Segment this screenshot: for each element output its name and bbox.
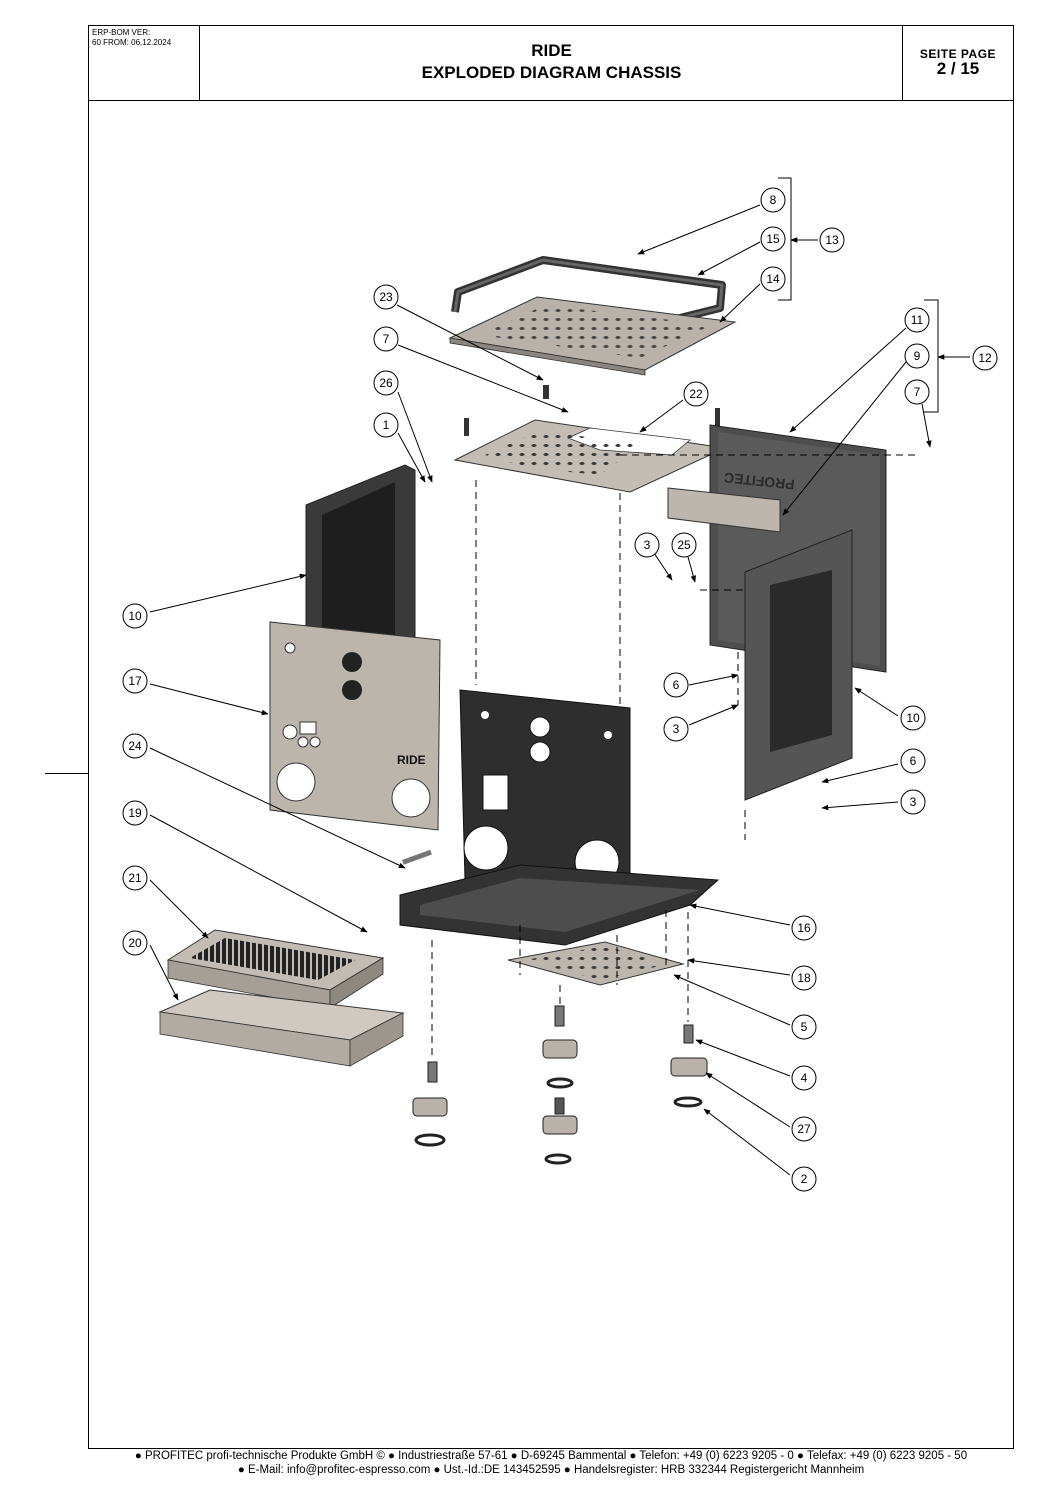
drip-tray	[158, 989, 405, 1067]
callout-5: 5	[791, 1014, 817, 1040]
brand-mark: PROFITEC	[723, 470, 795, 493]
svg-text:25: 25	[677, 538, 691, 552]
bottom-plate	[507, 941, 685, 986]
callout-18: 18	[791, 965, 817, 991]
callout-2: 2	[791, 1166, 817, 1192]
callout-25: 25	[671, 532, 697, 558]
callout-26: 26	[373, 370, 399, 396]
callout-17: 17	[122, 668, 148, 694]
top-handle-frame	[451, 256, 726, 332]
svg-text:12: 12	[978, 351, 992, 365]
margin-tick	[45, 773, 88, 774]
bom-version: ERP-BOM VER: 60 FROM: 06.12.2024	[89, 26, 200, 100]
callout-6-upper: 6	[663, 672, 689, 698]
svg-text:17: 17	[128, 674, 142, 688]
callout-4: 4	[791, 1065, 817, 1091]
svg-text:3: 3	[644, 538, 651, 552]
top-cup-plate	[448, 296, 737, 376]
svg-text:14: 14	[766, 272, 780, 286]
svg-text:10: 10	[128, 609, 142, 623]
svg-text:3: 3	[673, 722, 680, 736]
title-block: ERP-BOM VER: 60 FROM: 06.12.2024 RIDE EX…	[88, 25, 1014, 101]
right-door-panel	[744, 529, 853, 801]
top-sheet	[453, 385, 727, 493]
callout-7-right: 7	[904, 379, 930, 405]
svg-text:23: 23	[379, 290, 393, 304]
callout-1: 1	[373, 412, 399, 438]
svg-text:6: 6	[673, 678, 680, 692]
svg-text:7: 7	[914, 385, 921, 399]
svg-text:3: 3	[910, 795, 917, 809]
svg-text:19: 19	[128, 806, 142, 820]
front-bracket	[667, 487, 781, 533]
callout-20: 20	[122, 930, 148, 956]
svg-text:11: 11	[911, 313, 924, 327]
left-side-panel	[305, 464, 416, 681]
svg-text:7: 7	[383, 332, 390, 346]
callout-23: 23	[373, 284, 399, 310]
callout-12: 12	[972, 345, 998, 371]
callout-13: 13	[819, 227, 845, 253]
document-title: RIDE EXPLODED DIAGRAM CHASSIS	[200, 26, 903, 100]
svg-text:15: 15	[766, 232, 780, 246]
callout-8: 8	[760, 187, 786, 213]
bom-version-line2: 60 FROM: 06.12.2024	[92, 38, 172, 47]
callout-10-right: 10	[900, 705, 926, 731]
svg-text:2: 2	[801, 1172, 808, 1186]
callout-9: 9	[904, 343, 930, 369]
leader-lines	[149, 204, 932, 1176]
assembly-lines	[431, 454, 920, 1060]
footer-registry: ● E-Mail: info@profitec-espresso.com ● U…	[237, 1464, 865, 1476]
page-label: SEITE PAGE	[919, 47, 997, 61]
svg-text:22: 22	[689, 387, 703, 401]
page-indicator: SEITE PAGE 2 / 15	[902, 26, 1013, 100]
base-frame	[399, 849, 720, 946]
title-model: RIDE	[531, 41, 572, 60]
svg-text:5: 5	[801, 1020, 808, 1034]
svg-text:10: 10	[906, 711, 920, 725]
footer-address: ● PROFITEC profi-technische Produkte Gmb…	[134, 1450, 968, 1462]
svg-text:24: 24	[128, 739, 142, 753]
front-panel: RIDE	[269, 621, 441, 831]
svg-text:9: 9	[914, 349, 921, 363]
company-footer: ● PROFITEC profi-technische Produkte Gmb…	[88, 1449, 1014, 1477]
callout-10-left: 10	[122, 603, 148, 629]
svg-text:26: 26	[379, 376, 393, 390]
feet-assembly	[412, 1005, 708, 1165]
callout-16: 16	[791, 915, 817, 941]
callout-19: 19	[122, 800, 148, 826]
callout-15: 15	[760, 226, 786, 252]
svg-text:20: 20	[128, 936, 142, 950]
page-number: 2 / 15	[936, 59, 980, 78]
callout-7-left: 7	[373, 326, 399, 352]
callout-14: 14	[760, 266, 786, 292]
callout-6-lower: 6	[900, 748, 926, 774]
callout-3-lower: 3	[900, 789, 926, 815]
callout-11: 11	[904, 307, 930, 333]
callout-3-upper: 3	[634, 532, 660, 558]
drip-tray-grill	[166, 929, 385, 1009]
svg-text:6: 6	[910, 754, 917, 768]
svg-text:27: 27	[797, 1122, 811, 1136]
svg-text:13: 13	[825, 233, 839, 247]
svg-text:1: 1	[383, 418, 390, 432]
callout-22: 22	[683, 381, 709, 407]
svg-text:21: 21	[128, 871, 142, 885]
callout-21: 21	[122, 865, 148, 891]
bom-version-line1: ERP-BOM VER:	[92, 28, 151, 37]
callout-24: 24	[122, 733, 148, 759]
panel-text: RIDE	[397, 753, 426, 767]
svg-text:8: 8	[770, 193, 777, 207]
title-subject: EXPLODED DIAGRAM CHASSIS	[421, 63, 682, 82]
svg-text:4: 4	[801, 1071, 808, 1085]
callout-3-middle: 3	[663, 716, 689, 742]
svg-text:16: 16	[797, 921, 811, 935]
group-brackets	[778, 177, 970, 413]
callout-27: 27	[791, 1116, 817, 1142]
svg-text:18: 18	[797, 971, 811, 985]
